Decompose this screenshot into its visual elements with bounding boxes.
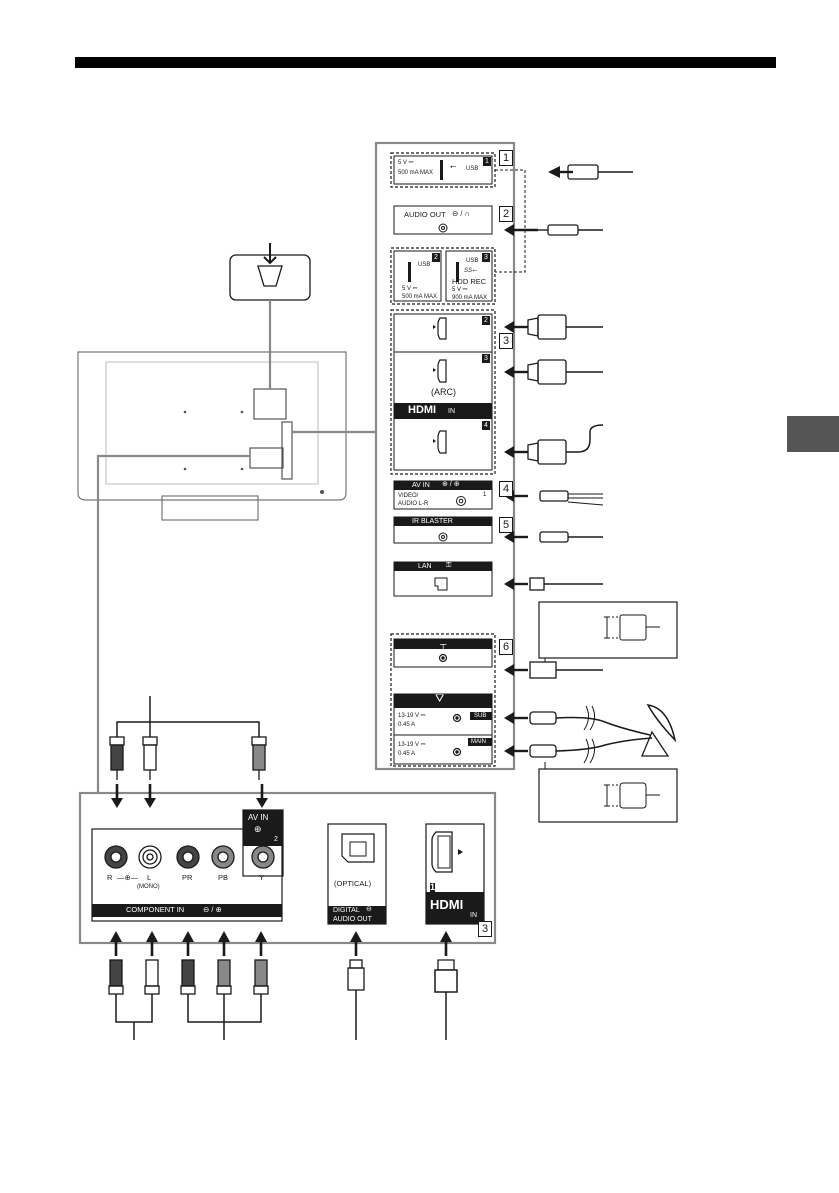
hdmi4-number: 4 xyxy=(482,421,490,430)
side-tab xyxy=(787,416,839,452)
antenna-icon: ┬ xyxy=(440,639,447,649)
component-icons: ⊖ / ⊕ xyxy=(203,905,222,914)
lan-icon: ⚿ xyxy=(446,562,452,569)
usb3-number: 3 xyxy=(482,253,490,262)
optical-label: (OPTICAL) xyxy=(334,879,372,888)
usb1-number: 1 xyxy=(483,157,491,166)
audio-out-label: AUDIO OUT xyxy=(404,210,446,219)
sat-main-voltage: 13-19 V ⎓ xyxy=(398,742,426,748)
av-in-side-icons: ⊕ / ⊕ xyxy=(442,481,460,488)
pb-label: PB xyxy=(218,873,229,882)
main-label: MAIN xyxy=(471,739,486,745)
group-6-badge: 6 xyxy=(499,639,513,655)
group-5-badge: 5 xyxy=(499,517,513,533)
audio-out-bottom-label: AUDIO OUT xyxy=(333,916,372,923)
av1-number: 1 xyxy=(483,492,487,498)
hdmi1-number: 1 xyxy=(430,882,436,892)
tv-rear-outline xyxy=(77,351,347,501)
sub-label: SUB xyxy=(474,713,487,719)
bottom-panel-frame xyxy=(78,791,497,945)
usb2-number: 2 xyxy=(432,253,440,262)
usb2-label: USB xyxy=(418,262,431,268)
audio-lr-label: AUDIO L-R xyxy=(398,501,429,507)
av-in-side-label: AV IN xyxy=(412,482,430,489)
usb1-current: 500 mA MAX xyxy=(398,170,434,176)
usb2-current: 500 mA MAX xyxy=(402,294,438,300)
hdmi-in-label: IN xyxy=(448,408,455,415)
digital-out-icon: ⊖ xyxy=(366,906,372,913)
r-audio-icon: —⊕— xyxy=(117,873,139,882)
av-in-bottom-icon: ⊕ xyxy=(254,824,262,834)
usb-icon: ⭠ xyxy=(450,162,457,171)
hdd-rec-label: HDD REC xyxy=(452,277,487,286)
arc-label: (ARC) xyxy=(431,387,456,397)
satellite-icon: ⛛ xyxy=(435,693,445,705)
header-bar xyxy=(75,57,776,68)
digital-label: DIGITAL xyxy=(333,907,360,914)
usb3-label: USB xyxy=(466,258,479,264)
sat-sub-current: 0.45 A xyxy=(398,722,416,728)
group-4-badge: 4 xyxy=(499,481,513,497)
sat-sub-voltage: 13-19 V ⎓ xyxy=(398,713,426,719)
hdmi1-in-label: IN xyxy=(470,912,477,919)
side-panel-frame xyxy=(374,141,516,771)
bottom-group-3-badge: 3 xyxy=(478,921,492,937)
usb3-current: 900 mA MAX xyxy=(452,295,488,301)
group-1-badge: 1 xyxy=(499,150,513,166)
usb3-ss-icon: SS⭠ xyxy=(464,268,477,274)
lan-label: LAN xyxy=(418,563,432,570)
headphone-icon: ⊖ / ∩ xyxy=(452,209,470,218)
ir-blaster-label: IR BLASTER xyxy=(412,518,453,525)
usb3-voltage: 5 V ⎓ xyxy=(452,287,468,293)
usb1-voltage: 5 V ⎓ xyxy=(398,160,414,166)
y-label: Y xyxy=(259,873,265,882)
r-label: R xyxy=(107,873,113,882)
av-in-bottom-label: AV IN xyxy=(248,813,269,822)
video-audio-label: VIDEO/ xyxy=(398,493,419,499)
group-2-badge: 2 xyxy=(499,206,513,222)
tv-stand xyxy=(161,495,259,521)
pr-label: PR xyxy=(182,873,193,882)
mono-label: (MONO) xyxy=(137,884,160,890)
group-3-badge: 3 xyxy=(499,333,513,349)
usb2-voltage: 5 V ⎓ xyxy=(402,286,418,292)
av2-number: 2 xyxy=(274,836,278,843)
tv-port-area-top xyxy=(253,388,287,420)
hdmi2-number: 2 xyxy=(482,316,490,325)
component-in-label: COMPONENT IN xyxy=(126,905,185,914)
hdmi-logo: HDMI xyxy=(408,404,437,416)
hdmi3-number: 3 xyxy=(482,354,490,363)
sat-main-current: 0.45 A xyxy=(398,751,416,757)
hdmi1-logo: HDMI xyxy=(430,897,464,912)
l-label: L xyxy=(147,873,152,882)
usb1-label: USB xyxy=(466,166,479,172)
